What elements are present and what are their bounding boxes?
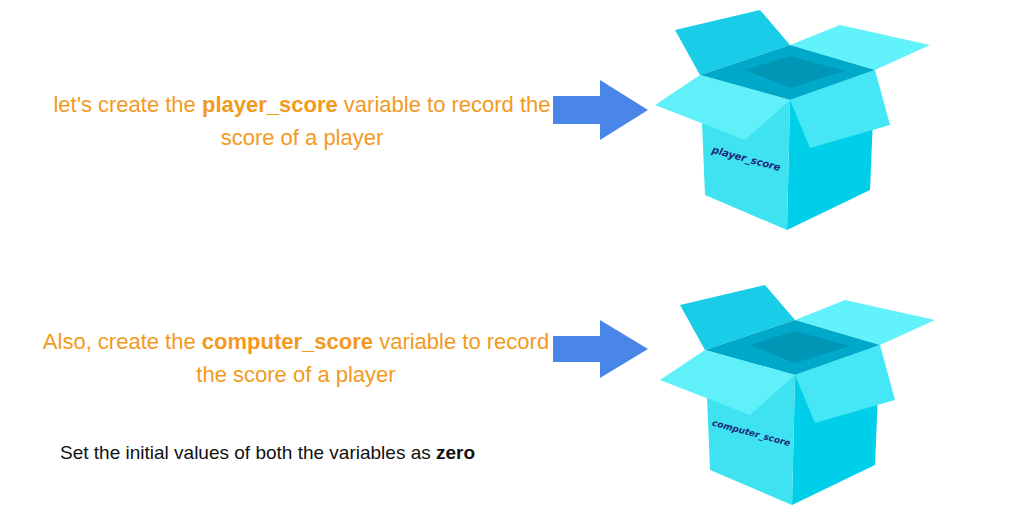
- cube-face: [790, 70, 890, 148]
- cube-face: [745, 56, 845, 88]
- cube-outline: [645, 8, 935, 234]
- instruction-phrase: Also, create the: [43, 329, 196, 354]
- instruction-phrase: Set the initial values of both the varia…: [60, 442, 431, 463]
- cube-face: [750, 331, 850, 363]
- cube-box: computer_score: [650, 283, 940, 509]
- pointer-arrow: [553, 80, 648, 140]
- instruction-text: Also, create the computer_score variable…: [40, 325, 552, 391]
- cube-face: [655, 75, 790, 140]
- variable-name: player_score: [202, 92, 338, 117]
- cube-face: [660, 350, 795, 415]
- variable-name: zero: [436, 442, 475, 463]
- cube-box: player_score: [645, 8, 935, 234]
- pointer-arrow: [553, 320, 648, 378]
- instruction-text: let's create the player_score variable t…: [48, 88, 556, 154]
- cube-outline: [650, 283, 940, 509]
- cube-face: [795, 345, 895, 423]
- variable-name: computer_score: [202, 329, 373, 354]
- instruction-text: Set the initial values of both the varia…: [60, 441, 475, 465]
- instruction-phrase: let's create the: [53, 92, 195, 117]
